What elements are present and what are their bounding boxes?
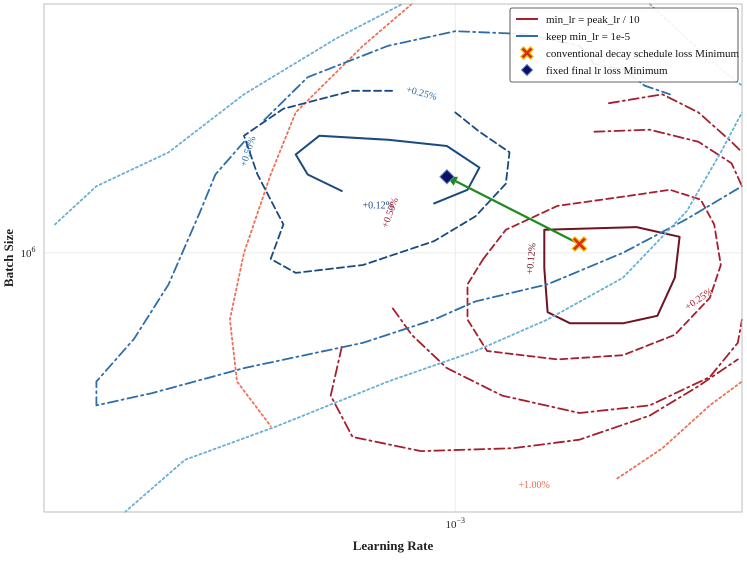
tick-layer: 10−3 106 (21, 245, 466, 531)
improvement-arrow (455, 180, 580, 245)
contour-label: +0.12% (525, 242, 539, 274)
contour-line (229, 3, 413, 427)
fixed-lr-minimum-marker (439, 169, 455, 185)
contour-line (124, 111, 743, 513)
cross-marker-core (573, 237, 586, 251)
x-axis-label: Learning Rate (353, 538, 434, 553)
contour-line (294, 134, 481, 205)
legend-cross-swatch (519, 45, 535, 61)
marker-layer (439, 169, 588, 253)
conventional-minimum-marker (571, 235, 588, 253)
contour-line (243, 89, 511, 274)
legend-entry-label: min_lr = peak_lr / 10 (546, 14, 640, 26)
contour-label-layer: +0.25%+0.50%+0.12%+0.50%+0.12%+0.25%+1.0… (238, 84, 715, 491)
contour-label: +0.25% (405, 84, 438, 103)
y-tick-label: 106 (21, 245, 36, 260)
contour-line (543, 226, 681, 325)
contour-line (95, 140, 743, 407)
contour-label: +0.50% (238, 135, 258, 168)
legend-entry-label: conventional decay schedule loss Minimum (546, 48, 740, 60)
grid-layer (44, 4, 742, 512)
contour-line (54, 3, 404, 226)
legend-box (509, 7, 739, 83)
contour-line (616, 380, 743, 480)
contour-line (329, 346, 739, 452)
legend-entry-label: fixed final lr loss Minimum (546, 65, 668, 77)
contour-label: +0.12% (362, 200, 393, 211)
plot-frame (43, 3, 743, 513)
contour-label: +1.00% (518, 480, 549, 491)
contour-line (466, 188, 722, 361)
legend-entry-label: keep min_lr = 1e-5 (546, 31, 631, 43)
contour-line (608, 93, 743, 154)
legend-diamond-swatch (520, 63, 534, 77)
contour-line (392, 307, 743, 414)
y-axis-label: Batch Size (1, 229, 16, 287)
contour-line (593, 128, 743, 188)
x-tick-label: 10−3 (446, 516, 466, 531)
legend: min_lr = peak_lr / 10 keep min_lr = 1e-5 c… (509, 7, 740, 83)
cross-marker-core (521, 47, 533, 59)
